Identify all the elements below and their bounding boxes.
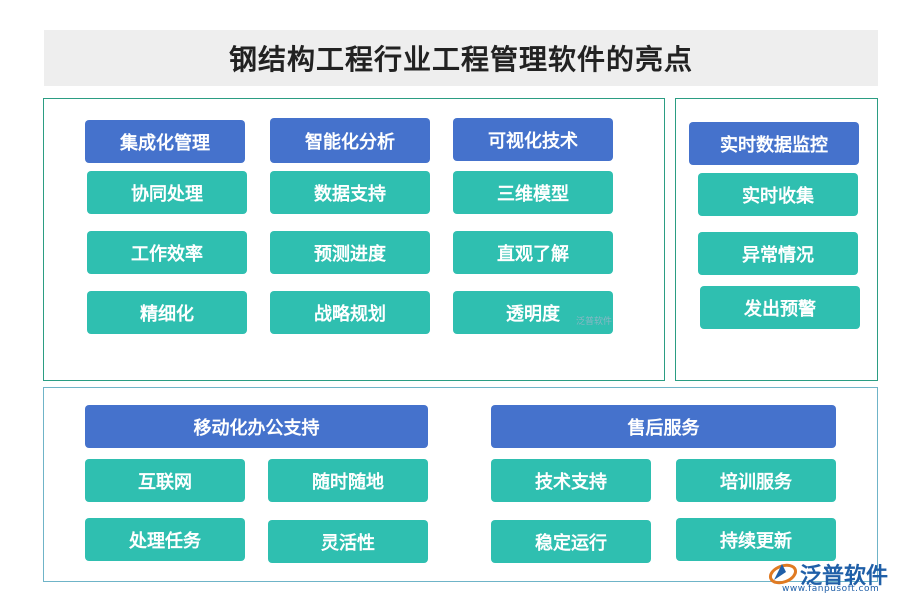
item-abnormal-situation: 异常情况	[698, 232, 858, 275]
item-collaborative-processing: 协同处理	[87, 171, 247, 214]
panel-right	[675, 98, 878, 381]
item-technical-support: 技术支持	[491, 459, 651, 502]
diagram-title: 钢结构工程行业工程管理软件的亮点	[228, 43, 693, 76]
item-realtime-collection: 实时收集	[698, 173, 858, 216]
header-realtime-monitoring: 实时数据监控	[689, 122, 859, 165]
item-strategic-planning: 战略规划	[270, 291, 430, 334]
item-issue-warning: 发出预警	[700, 286, 860, 329]
panel-bottom	[43, 387, 878, 582]
fanpu-logo-icon	[768, 563, 798, 585]
title-banner: 钢结构工程行业工程管理软件的亮点	[44, 30, 878, 86]
item-continuous-update: 持续更新	[676, 518, 836, 561]
item-flexibility: 灵活性	[268, 520, 428, 563]
header-intelligent-analysis: 智能化分析	[270, 118, 430, 163]
header-after-sales-service: 售后服务	[491, 405, 836, 448]
item-anytime-anywhere: 随时随地	[268, 459, 428, 502]
item-forecast-progress: 预测进度	[270, 231, 430, 274]
item-training-service: 培训服务	[676, 459, 836, 502]
watermark: 泛普软件	[576, 317, 613, 327]
item-3d-model: 三维模型	[453, 171, 613, 214]
header-mobile-office-support: 移动化办公支持	[85, 405, 428, 448]
panel-left	[43, 98, 665, 381]
item-data-support: 数据支持	[270, 171, 430, 214]
item-internet: 互联网	[85, 459, 245, 502]
fanpu-logo: 泛普软件 www.fanpusoft.com	[768, 556, 896, 596]
item-work-efficiency: 工作效率	[87, 231, 247, 274]
header-visualization-technology: 可视化技术	[453, 118, 613, 161]
item-stable-operation: 稳定运行	[491, 520, 651, 563]
logo-name: 泛普软件	[800, 564, 889, 589]
item-intuitive-understanding: 直观了解	[453, 231, 613, 274]
header-integrated-management: 集成化管理	[85, 120, 245, 163]
logo-url: www.fanpusoft.com	[782, 584, 880, 594]
item-transparency: 透明度	[453, 291, 613, 334]
item-process-tasks: 处理任务	[85, 518, 245, 561]
item-refinement: 精细化	[87, 291, 247, 334]
